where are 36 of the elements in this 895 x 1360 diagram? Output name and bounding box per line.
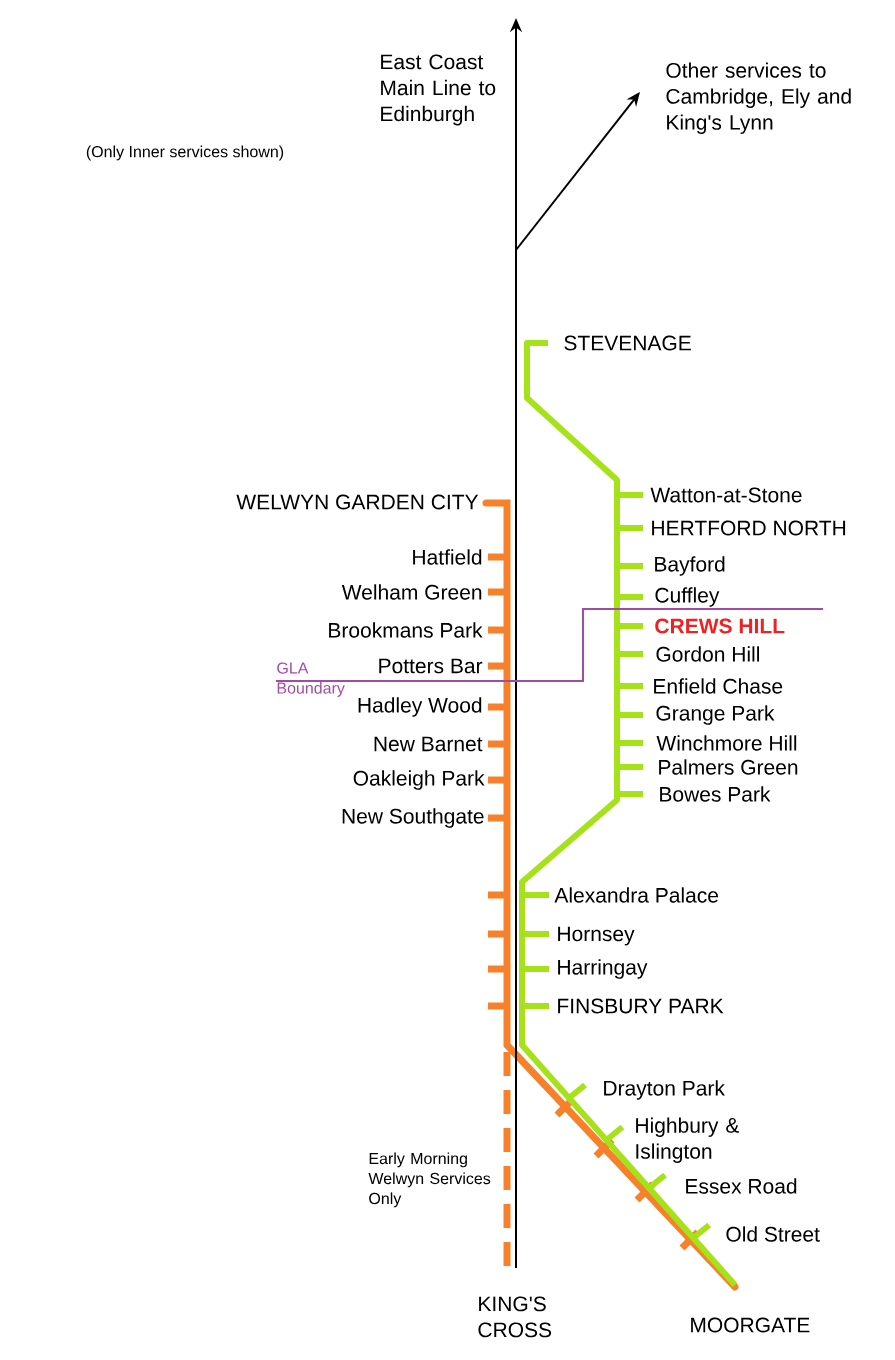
station-label: Welham Green	[341, 584, 482, 600]
station-label: Bayford	[655, 556, 725, 576]
station-label: Hadley Wood	[358, 697, 482, 717]
station-label: MOORGATE	[691, 1317, 810, 1333]
note-text: (Only Inner services shown)	[86, 145, 284, 161]
station-label: Hornsey	[558, 926, 635, 946]
station-label: Old Street	[726, 1226, 820, 1242]
station-label: Brookmans Park	[329, 622, 483, 638]
station-label: KING'S CROSS	[478, 1296, 552, 1338]
station-label: FINSBURY PARK	[558, 998, 724, 1014]
station-label: Grange Park	[656, 705, 775, 725]
station-label: Alexandra Palace	[554, 887, 718, 903]
station-label: Palmers Green	[659, 759, 798, 775]
station-label: Watton-at-Stone	[650, 487, 802, 503]
station-label: Highbury & Islington	[636, 1117, 740, 1163]
station-label: Oakleigh Park	[353, 770, 485, 790]
station-label: Potters Bar	[379, 658, 483, 674]
station-label: Enfield Chase	[654, 678, 783, 694]
station-label: HERTFORD NORTH	[652, 520, 846, 536]
station-label: STEVENAGE	[564, 335, 691, 351]
station-label: Drayton Park	[604, 1080, 725, 1100]
station-label: Harringay	[558, 959, 648, 979]
station-label: New Southgate	[342, 808, 484, 828]
boundary-label: GLA Boundary	[277, 662, 345, 697]
station-label: Essex Road	[686, 1178, 797, 1194]
note-text: Early Morning Welwyn Services Only	[368, 1152, 491, 1208]
station-label: New Barnet	[374, 736, 483, 752]
station-label: Winchmore Hill	[656, 735, 797, 751]
direction-label: East Coast Main Line to Edinburgh	[381, 54, 496, 126]
station-label: Gordon Hill	[656, 646, 759, 662]
station-label: WELWYN GARDEN CITY	[236, 494, 479, 510]
direction-label: Other services to Cambridge, Ely and King's Lynn	[666, 62, 851, 134]
station-label: Cuffley	[655, 587, 720, 607]
station-label: CREWS HILL	[655, 618, 785, 634]
station-label: Bowes Park	[660, 786, 771, 802]
station-label: Hatfield	[413, 549, 482, 565]
